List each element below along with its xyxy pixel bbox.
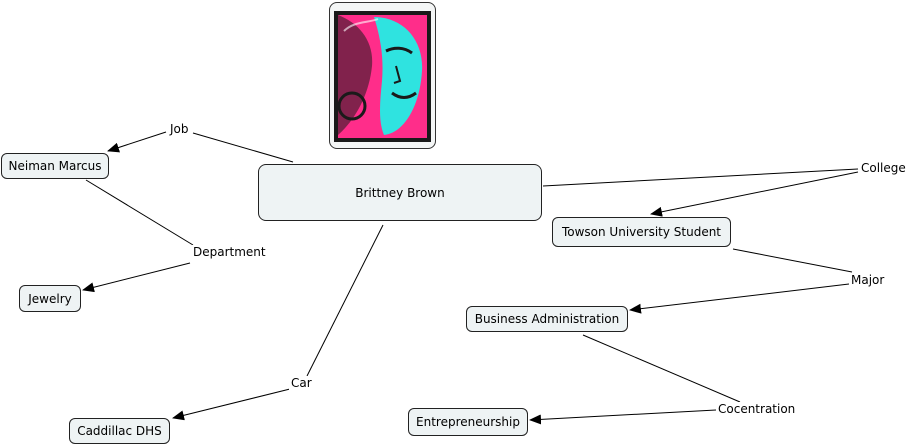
node-label: Towson University Student [561, 225, 722, 239]
link-line-department-in [85, 179, 194, 246]
link-label-car: Car [289, 376, 314, 390]
link-line-major-out [629, 283, 850, 314]
link-label-major: Major [849, 273, 887, 287]
link-line-college-out [650, 171, 859, 217]
link-line-job-in [192, 132, 294, 163]
link-line-car-out [172, 388, 291, 421]
link-line-concentration-in [582, 334, 741, 403]
node-label: Caddillac DHS [77, 424, 162, 438]
link-line-car-in [306, 224, 384, 377]
link-label-cocentration: Cocentration [716, 402, 798, 416]
node-label: Business Administration [474, 312, 620, 326]
node-label: Brittney Brown [355, 185, 445, 200]
link-label-college: College [859, 161, 908, 175]
node-label: Jewelry [28, 291, 72, 306]
node-label: Entrepreneurship [416, 415, 520, 429]
link-label-department: Department [191, 245, 268, 259]
link-line-job-out [107, 131, 167, 153]
node-business-administration[interactable]: Business Administration [466, 306, 628, 332]
node-neiman-marcus[interactable]: Neiman Marcus [1, 153, 109, 179]
link-line-major-in [732, 248, 853, 273]
link-line-college-in [542, 168, 859, 187]
portrait-image [334, 11, 431, 142]
node-label: Neiman Marcus [8, 159, 102, 173]
link-line-department-out [82, 262, 191, 293]
node-caddillac-dhs[interactable]: Caddillac DHS [69, 418, 170, 444]
link-line-concentration-out [529, 409, 717, 425]
node-towson-university-student[interactable]: Towson University Student [552, 217, 731, 247]
node-entrepreneurship[interactable]: Entrepreneurship [408, 408, 528, 436]
profile-photo[interactable] [329, 2, 436, 149]
node-brittney-brown[interactable]: Brittney Brown [258, 164, 542, 221]
node-jewelry[interactable]: Jewelry [19, 285, 81, 312]
link-label-job: Job [168, 122, 191, 136]
